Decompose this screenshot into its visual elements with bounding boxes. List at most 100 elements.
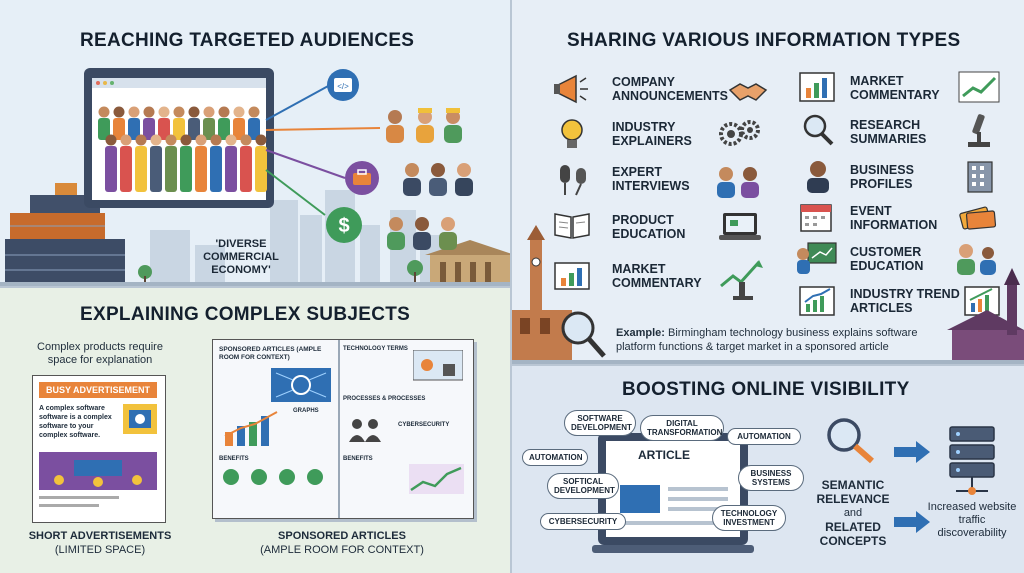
cloud-softical-development: SOFTICAL DEVELOPMENT bbox=[547, 473, 619, 499]
caption-sponsored-articles: SPONSORED ARTICLES (AMPLE ROOM FOR CONTE… bbox=[232, 529, 452, 557]
complex-products-note: Complex products require space for expla… bbox=[37, 341, 163, 366]
horizontal-divider-right bbox=[512, 364, 1024, 366]
interview-people-icon bbox=[717, 167, 759, 198]
business-people-icon bbox=[403, 163, 473, 196]
code-icon: </> bbox=[327, 69, 359, 101]
online-visibility-panel: BOOSTING ONLINE VISIBILITY ARTICLE SOFTW… bbox=[512, 365, 1024, 573]
example-note: Example: Birmingham technology business … bbox=[616, 326, 946, 354]
professionals-group-icon bbox=[387, 217, 457, 250]
information-types-panel: SHARING VARIOUS INFORMATION TYPES COMPAN… bbox=[512, 0, 1024, 365]
tickets-icon bbox=[959, 206, 997, 230]
workers-group-icon bbox=[386, 108, 462, 143]
dollar-icon: $ bbox=[326, 207, 362, 243]
handshake-icon bbox=[728, 83, 768, 101]
svg-text:$: $ bbox=[338, 215, 349, 237]
sponsored-bar-graph bbox=[224, 411, 278, 446]
server-stack-icon bbox=[949, 426, 995, 495]
cloud-digital-transformation: DIGITAL TRANSFORMATION bbox=[640, 415, 724, 441]
item-product-education: PRODUCT EDUCATION bbox=[612, 213, 686, 241]
cloud-software-development: SOFTWARE DEVELOPMENT bbox=[564, 410, 636, 436]
briefcase-icon bbox=[345, 161, 379, 195]
svg-text:</>: </> bbox=[337, 82, 349, 91]
cloud-business-systems: BUSINESS SYSTEMS bbox=[738, 465, 804, 491]
calendar-icon bbox=[800, 204, 832, 232]
laptop-icon bbox=[719, 213, 761, 240]
sponsored-heading: SPONSORED ARTICLES (AMPLE ROOM FOR CONTE… bbox=[219, 346, 322, 361]
microscope-icon bbox=[968, 114, 990, 147]
search-magnifier-icon bbox=[827, 418, 874, 464]
cybersecurity-label: CYBERSECURITY bbox=[398, 422, 450, 428]
semantic-relevance-label: SEMANTIC RELEVANCE bbox=[816, 478, 890, 506]
sponsored-article-spread: SPONSORED ARTICLES (AMPLE ROOM FOR CONTE… bbox=[212, 339, 474, 519]
ad-meeting-image bbox=[39, 452, 157, 490]
item-market-commentary-left: MARKET COMMENTARY bbox=[612, 262, 702, 290]
diverse-economy-quote: 'DIVERSE COMMERCIAL ECONOMY' bbox=[203, 238, 279, 276]
arrow-right-icon bbox=[894, 441, 930, 463]
arrow-right-icon-2 bbox=[894, 511, 930, 533]
semantic-relevance-text: SEMANTIC RELEVANCE and RELATED CONCEPTS bbox=[808, 478, 898, 548]
customers-icon bbox=[957, 244, 996, 275]
item-industry-trend-articles: INDUSTRY TREND ARTICLES bbox=[850, 287, 960, 315]
teacher-board-icon bbox=[797, 242, 837, 274]
related-concepts-label: RELATED CONCEPTS bbox=[819, 520, 887, 548]
item-event-information: EVENT INFORMATION bbox=[850, 204, 938, 232]
gears-icon bbox=[719, 120, 760, 146]
microscope-trend-icon bbox=[720, 260, 763, 300]
caption-sponsored-sub: (AMPLE ROOM FOR CONTEXT) bbox=[260, 544, 424, 556]
growth-chart-icon bbox=[964, 286, 1000, 316]
megaphone-icon bbox=[554, 74, 588, 104]
item-company-announcements: COMPANY ANNOUNCEMENTS bbox=[612, 75, 728, 103]
caption-short-ads-sub: (LIMITED SPACE) bbox=[54, 544, 146, 556]
processes-people-icon bbox=[349, 419, 381, 442]
benefits-label-left: BENEFITS bbox=[219, 456, 249, 462]
open-book-icon bbox=[554, 213, 590, 239]
trend-chart-icon bbox=[799, 286, 835, 316]
section-title-complex: EXPLAINING COMPLEX SUBJECTS bbox=[80, 304, 411, 325]
and-label: and bbox=[843, 507, 863, 519]
busy-advertisement-card: BUSY ADVERTISEMENT A complex software so… bbox=[32, 375, 166, 523]
microphone-icon bbox=[560, 165, 586, 196]
office-building-icon bbox=[967, 161, 993, 193]
item-customer-education: CUSTOMER EDUCATION bbox=[850, 245, 924, 273]
graphs-label: GRAPHS bbox=[293, 408, 319, 414]
bar-chart-icon bbox=[799, 72, 835, 102]
chart-board-icon bbox=[554, 262, 590, 290]
ad-gear-icon bbox=[123, 404, 157, 434]
laptop-article-illustration bbox=[592, 433, 754, 553]
trend-up-icon bbox=[958, 71, 1000, 103]
item-market-commentary-right: MARKET COMMENTARY bbox=[850, 74, 940, 102]
lightbulb-icon bbox=[561, 119, 583, 148]
caption-short-ads-title: SHORT ADVERTISEMENTS bbox=[28, 530, 172, 542]
item-industry-explainers: INDUSTRY EXPLAINERS bbox=[612, 120, 692, 148]
processes-label: PROCESSES & PROCESSES bbox=[343, 396, 426, 402]
traffic-result-text: Increased website traffic discoverabilit… bbox=[927, 501, 1017, 539]
cloud-cybersecurity: CYBERSECURITY bbox=[540, 513, 626, 530]
item-expert-interviews: EXPERT INTERVIEWS bbox=[612, 165, 690, 193]
reaching-audiences-panel: REACHING TARGETED AUDIENCES bbox=[0, 0, 512, 287]
magnifier-icon bbox=[803, 114, 834, 146]
section-title-information: SHARING VARIOUS INFORMATION TYPES bbox=[567, 30, 961, 51]
example-label: Example: bbox=[616, 327, 665, 339]
sponsored-line-chart bbox=[409, 464, 464, 494]
business-person-icon bbox=[807, 161, 829, 193]
article-label: ARTICLE bbox=[638, 448, 690, 462]
complex-subjects-panel: EXPLAINING COMPLEX SUBJECTS Complex prod… bbox=[0, 287, 512, 573]
item-business-profiles: BUSINESS PROFILES bbox=[850, 163, 914, 191]
cloud-automation-right: AUTOMATION bbox=[727, 428, 801, 445]
item-research-summaries: RESEARCH SUMMARIES bbox=[850, 118, 927, 146]
horizontal-divider-left bbox=[0, 286, 512, 288]
birmingham-scenery-illustration bbox=[512, 225, 1024, 365]
section-title-audiences: REACHING TARGETED AUDIENCES bbox=[80, 30, 415, 51]
example-text: Birmingham technology business explains … bbox=[616, 327, 918, 353]
caption-short-ads: SHORT ADVERTISEMENTS (LIMITED SPACE) bbox=[10, 529, 190, 557]
ad-header: BUSY ADVERTISEMENT bbox=[39, 382, 157, 398]
caption-sponsored-title: SPONSORED ARTICLES bbox=[278, 530, 406, 542]
ad-text: A complex software software is a complex… bbox=[39, 405, 112, 439]
technology-terms-label: TECHNOLOGY TERMS bbox=[343, 346, 408, 352]
tech-network-image bbox=[271, 368, 331, 402]
cloud-automation-left: AUTOMATION bbox=[522, 449, 588, 466]
cloud-technology-investment: TECHNOLOGY INVESTMENT bbox=[712, 505, 786, 531]
benefits-label-right: BENEFITS bbox=[343, 456, 373, 462]
tech-screen-image bbox=[413, 350, 463, 381]
benefit-icons bbox=[223, 469, 323, 485]
